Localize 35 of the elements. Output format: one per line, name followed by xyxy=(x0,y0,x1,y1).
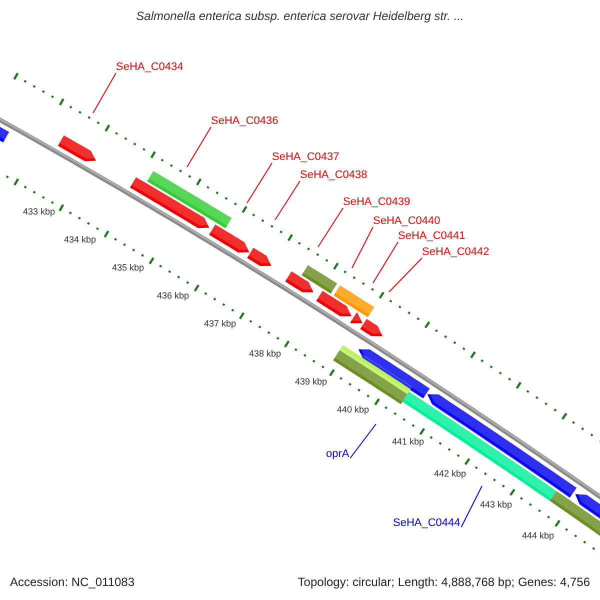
leader-line xyxy=(460,486,482,528)
gene-label: SeHA_C0444 xyxy=(393,517,460,530)
leader-line xyxy=(186,126,212,168)
position-label: 440 kbp xyxy=(336,404,370,416)
position-label: 434 kbp xyxy=(64,234,96,246)
position-label: 441 kbp xyxy=(392,436,424,448)
position-label: 438 kbp xyxy=(248,348,282,360)
gene-label: SeHA_C0437 xyxy=(272,151,340,164)
position-label: 439 kbp xyxy=(294,376,328,388)
accession-text: Accession: NC_011083 xyxy=(10,575,135,589)
genome-summary-text: Topology: circular; Length: 4,888,768 bp; Genes: 4,756 xyxy=(298,575,590,589)
gene-label: SeHA_C0438 xyxy=(300,169,368,182)
gene-label: SeHA_C0434 xyxy=(116,61,184,74)
leader-line xyxy=(246,162,272,204)
position-label: 435 kbp xyxy=(112,262,144,274)
gene-label: SeHA_C0442 xyxy=(422,246,490,259)
leader-line xyxy=(372,242,398,284)
leader-line xyxy=(318,208,344,248)
gene-label: SeHA_C0441 xyxy=(398,230,466,243)
gene-label: SeHA_C0440 xyxy=(373,215,440,228)
position-label: 442 kbp xyxy=(434,468,466,480)
leader-line xyxy=(350,424,376,458)
leader-line xyxy=(352,226,374,268)
position-label: 443 kbp xyxy=(480,500,512,510)
position-label: 444 kbp xyxy=(522,530,554,542)
chart-title: Salmonella enterica subsp. enterica serovar Heidelberg str. ... xyxy=(135,9,465,23)
leader-line xyxy=(92,72,116,114)
leader-line xyxy=(274,180,300,220)
gene-label: SeHA_C0439 xyxy=(343,196,410,209)
position-label: 437 kbp xyxy=(204,318,236,330)
position-label: 436 kbp xyxy=(156,290,190,302)
gene-label: SeHA_C0436 xyxy=(211,115,278,128)
gene-label: oprA xyxy=(326,448,350,461)
position-label: 433 kbp xyxy=(22,206,56,218)
leader-line xyxy=(388,258,422,292)
